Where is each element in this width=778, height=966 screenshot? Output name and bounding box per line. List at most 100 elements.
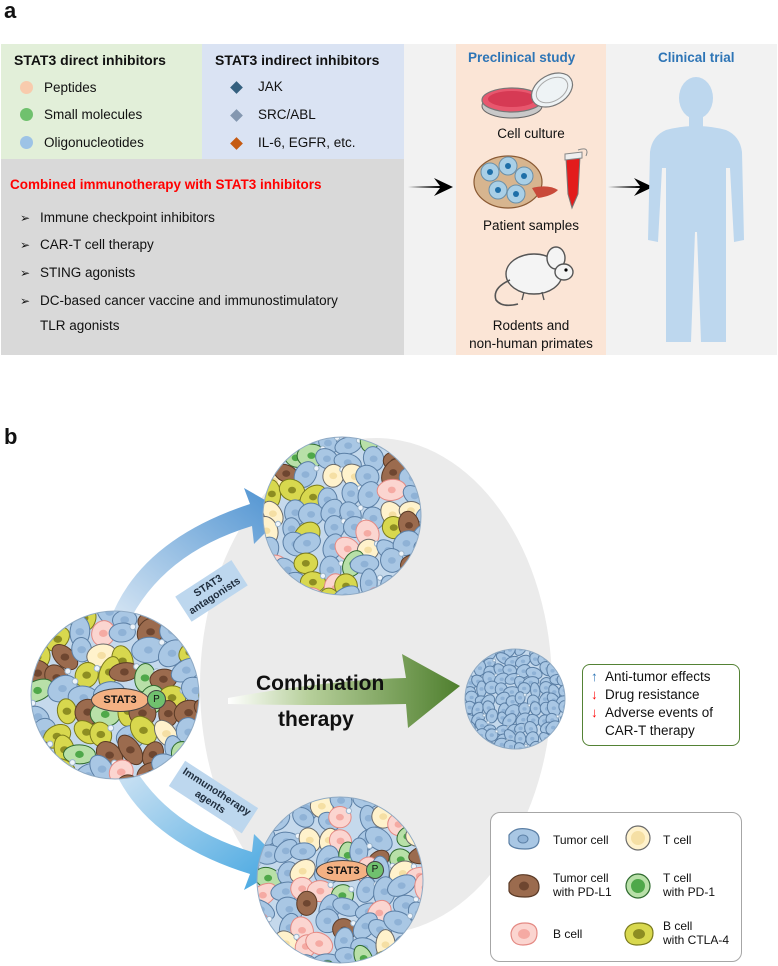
tissue-cell-nucleus xyxy=(339,937,348,944)
tissue-cell-nucleus xyxy=(56,764,66,772)
tissue-cell xyxy=(410,437,421,452)
tissue-cell-nucleus xyxy=(364,546,373,554)
tissue-cell xyxy=(257,827,260,847)
tissue-cell-nucleus xyxy=(364,814,373,822)
tissue-bubble xyxy=(293,933,300,941)
tissue-cell-nucleus xyxy=(323,455,331,463)
tissue-bubble xyxy=(472,657,477,662)
tissue-cell-nucleus xyxy=(324,439,332,447)
direct-item-oligonucleotides: Oligonucleotides xyxy=(44,135,144,150)
tissue-cell-nucleus xyxy=(474,649,480,654)
tissue-cell-nucleus xyxy=(488,746,493,749)
tissue-cell-nucleus xyxy=(543,686,549,690)
tissue-bubble xyxy=(178,619,186,627)
tissue-cell-nucleus xyxy=(380,888,389,895)
tissue-cell xyxy=(407,797,423,802)
tissue-cell-nucleus xyxy=(190,763,199,772)
tissue-cell xyxy=(408,943,423,963)
tissue-border xyxy=(262,436,422,596)
tissue-cell-nucleus xyxy=(507,718,512,723)
tissue-cell-nucleus xyxy=(281,888,290,895)
tissue-cell-nucleus xyxy=(308,578,317,586)
mouse-icon xyxy=(494,246,574,307)
tissue-cell-nucleus xyxy=(517,695,523,700)
legend-t-pd1-line1: T cell xyxy=(663,871,692,885)
tissue-bubble xyxy=(376,574,384,581)
tissue-cell xyxy=(414,451,421,475)
tissue-cell-nucleus xyxy=(159,675,168,683)
tissue-cell-nucleus xyxy=(288,486,297,494)
tissue-cell xyxy=(257,797,264,800)
tissue-cell-nucleus xyxy=(499,677,504,682)
legend-tumor-pdl1-line1: Tumor cell xyxy=(553,871,609,885)
tissue-cell-nucleus xyxy=(520,659,526,664)
tissue-cell-nucleus xyxy=(467,726,472,731)
tissue-cell-nucleus xyxy=(409,437,417,445)
tissue-cell-nucleus xyxy=(268,562,277,570)
tissue-cell-nucleus xyxy=(167,649,177,657)
tissue-cell-nucleus xyxy=(281,798,290,805)
tissue-cell-nucleus xyxy=(401,902,410,909)
tissue-cell-nucleus xyxy=(518,736,523,741)
tissue-bubble xyxy=(257,814,260,822)
panel-a-letter: a xyxy=(4,0,17,23)
tissue-cell-nucleus xyxy=(327,507,336,514)
tissue-cell-nucleus xyxy=(291,509,300,516)
tissue-cell-nucleus xyxy=(562,727,565,732)
human-silhouette-icon xyxy=(648,77,744,342)
tissue-cell-nucleus xyxy=(303,539,311,547)
bullet-arrow-icon: ➢ xyxy=(20,238,31,252)
tissue-bubble xyxy=(31,660,35,667)
tissue-cell-nucleus xyxy=(479,723,485,728)
tissue-cell-nucleus xyxy=(301,471,310,478)
tissue-bubble xyxy=(465,738,467,743)
peptides-dot-icon xyxy=(20,81,33,94)
tissue-cell xyxy=(257,797,274,816)
tissue-cell-nucleus xyxy=(264,851,273,858)
tissue-cell-nucleus xyxy=(82,728,91,736)
direct-item-peptides: Peptides xyxy=(44,80,97,95)
tissue-cell-nucleus xyxy=(257,921,265,928)
tissue-cell-nucleus xyxy=(563,649,565,653)
tissue-cell xyxy=(390,947,416,963)
tissue-cell-nucleus xyxy=(182,666,191,674)
tissue-cell xyxy=(549,734,560,748)
combined-item-sting: STING agonists xyxy=(40,265,136,280)
tissue-cell xyxy=(181,754,199,779)
tissue-cell-nucleus xyxy=(530,736,535,741)
tissue-cell-nucleus xyxy=(264,874,273,882)
tissue-cell-nucleus xyxy=(283,963,291,964)
direct-inhibitors-title: STAT3 direct inhibitors xyxy=(14,52,166,68)
tissue-bubble xyxy=(313,465,320,472)
tissue-cell-nucleus xyxy=(75,750,84,758)
tissue-cell-nucleus xyxy=(415,943,423,951)
therapy-text: therapy xyxy=(278,708,354,731)
tissue-cell-nucleus xyxy=(400,585,408,592)
tissue-cell-nucleus xyxy=(354,848,363,855)
tissue-cell-nucleus xyxy=(531,718,536,722)
tissue-bubble xyxy=(93,665,101,672)
tissue-cell-nucleus xyxy=(550,668,555,673)
tissue-cell-nucleus xyxy=(344,953,353,960)
tissue-cell-nucleus xyxy=(364,579,373,587)
tissue-bubble xyxy=(539,649,544,654)
tissue-bubble xyxy=(295,438,302,445)
tissue-bubble xyxy=(492,658,497,663)
curved-arrows xyxy=(110,488,286,890)
tissue-cell-nucleus xyxy=(420,585,421,592)
tissue-cell-nucleus xyxy=(382,956,391,963)
tissue-cell xyxy=(465,649,477,658)
tissue-bubble xyxy=(404,814,411,822)
tissue-cell-nucleus xyxy=(282,470,291,477)
tissue-cell-nucleus xyxy=(144,646,153,654)
tissue-cell xyxy=(195,750,200,780)
effects-box: ↑ Anti-tumor effects ↓ Drug resistance ↓… xyxy=(582,664,740,746)
tissue-cell-nucleus xyxy=(489,733,494,737)
tissue-cell-nucleus xyxy=(191,636,199,645)
tissue-cell-nucleus xyxy=(126,746,135,754)
tissue-cell-nucleus xyxy=(365,491,374,498)
tissue-cell-nucleus xyxy=(303,961,312,963)
tissue-cell-nucleus xyxy=(487,677,492,681)
tissue-cell-nucleus xyxy=(466,661,471,665)
tissue-cell-nucleus xyxy=(465,668,468,673)
